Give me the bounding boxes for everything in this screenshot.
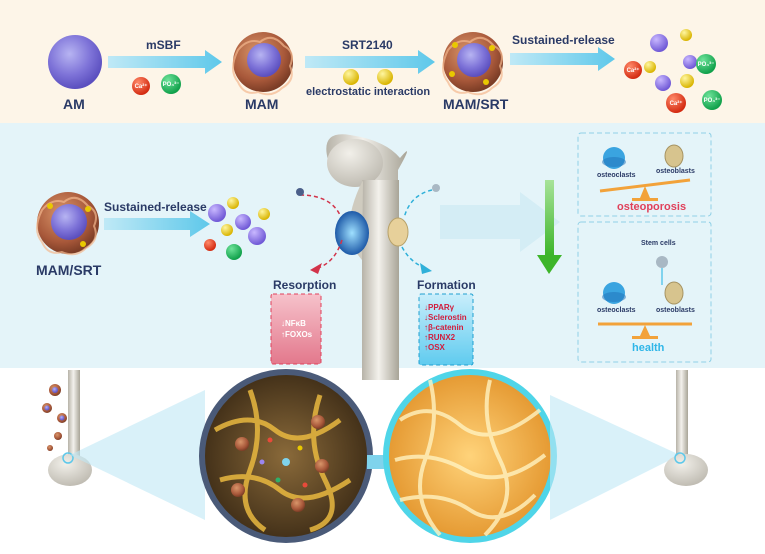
ca-ion-1: [132, 77, 150, 95]
osteoporosis-label: osteoporosis: [617, 201, 687, 213]
resorption-item: ↓NFκB: [281, 319, 306, 328]
health-panel: [577, 221, 712, 363]
srt2140-label: SRT2140: [342, 38, 393, 52]
release-po4-2: [702, 90, 722, 110]
sustained-release-label-top: Sustained-release: [512, 33, 615, 47]
msbf-label: mSBF: [146, 38, 181, 52]
resorption-box: [270, 293, 322, 365]
arrow-mid: [104, 211, 210, 237]
osteoclasts-label-2: osteoclasts: [597, 307, 636, 314]
osteoblasts-label-2: osteoblasts: [656, 307, 695, 314]
formation-item: ↑β-catenin: [424, 323, 464, 332]
srt-ball-2: [377, 69, 393, 85]
osteoblasts-label-1: osteoblasts: [656, 168, 695, 175]
mam-label: MAM: [245, 96, 279, 112]
osteoclasts-label-1: osteoclasts: [597, 172, 636, 179]
mamsrt-particle: [442, 32, 503, 96]
am-particle: [48, 35, 102, 89]
formation-box: [418, 293, 474, 366]
formation-items: ↓PPARγ ↓Sclerostin ↑β-catenin ↑RUNX2 ↑OS…: [424, 303, 467, 353]
arrow-2: [305, 50, 435, 74]
release-ca-label-2: Ca²⁺: [669, 100, 683, 107]
porous-bone-view: [199, 369, 373, 543]
am-label: AM: [63, 96, 85, 112]
green-arrow: [537, 255, 562, 274]
ca-ion-label: Ca²⁺: [134, 83, 148, 90]
femur-bone: [326, 134, 408, 380]
left-small-bone: [48, 370, 92, 486]
release-po4-label-2: PO₄³⁻: [703, 97, 721, 104]
health-label: health: [632, 342, 665, 354]
release-po4-1: [696, 54, 716, 74]
mamsrt-particle-mid: [36, 192, 99, 256]
arrow-1: [108, 50, 222, 74]
osteoporosis-panel: [577, 132, 712, 217]
release-ca-2: [666, 93, 686, 113]
formation-item: ↑OSX: [424, 343, 445, 352]
srt-ball-1: [343, 69, 359, 85]
formation-item: ↑RUNX2: [424, 333, 456, 342]
stem-cells-label: Stem cells: [641, 240, 676, 247]
formation-item: ↓PPARγ: [424, 303, 455, 312]
resorption-site: [335, 211, 369, 255]
release-ca-label-1: Ca²⁺: [626, 67, 640, 74]
mamsrt-label-top: MAM/SRT: [443, 96, 509, 112]
release-ca-1: [624, 61, 642, 79]
po4-ion-1: [161, 74, 181, 94]
resorption-item: ↑FOXOs: [281, 330, 313, 339]
po4-ion-label: PO₄³⁻: [162, 81, 180, 88]
formation-site: [387, 217, 409, 247]
release-po4-label-1: PO₄³⁻: [697, 61, 715, 68]
resorption-title: Resorption: [273, 278, 337, 292]
sustained-release-label-mid: Sustained-release: [104, 200, 207, 214]
formation-title: Formation: [417, 278, 476, 292]
resorption-items: ↓NFκB ↑FOXOs: [281, 318, 312, 340]
mamsrt-label-mid: MAM/SRT: [36, 262, 102, 278]
arrow-3: [510, 47, 615, 71]
healthy-bone-view: [383, 369, 557, 543]
right-small-bone: [664, 370, 708, 486]
formation-item: ↓Sclerostin: [424, 313, 467, 322]
mam-particle: [232, 32, 293, 96]
electrostatic-label: electrostatic interaction: [306, 86, 431, 98]
